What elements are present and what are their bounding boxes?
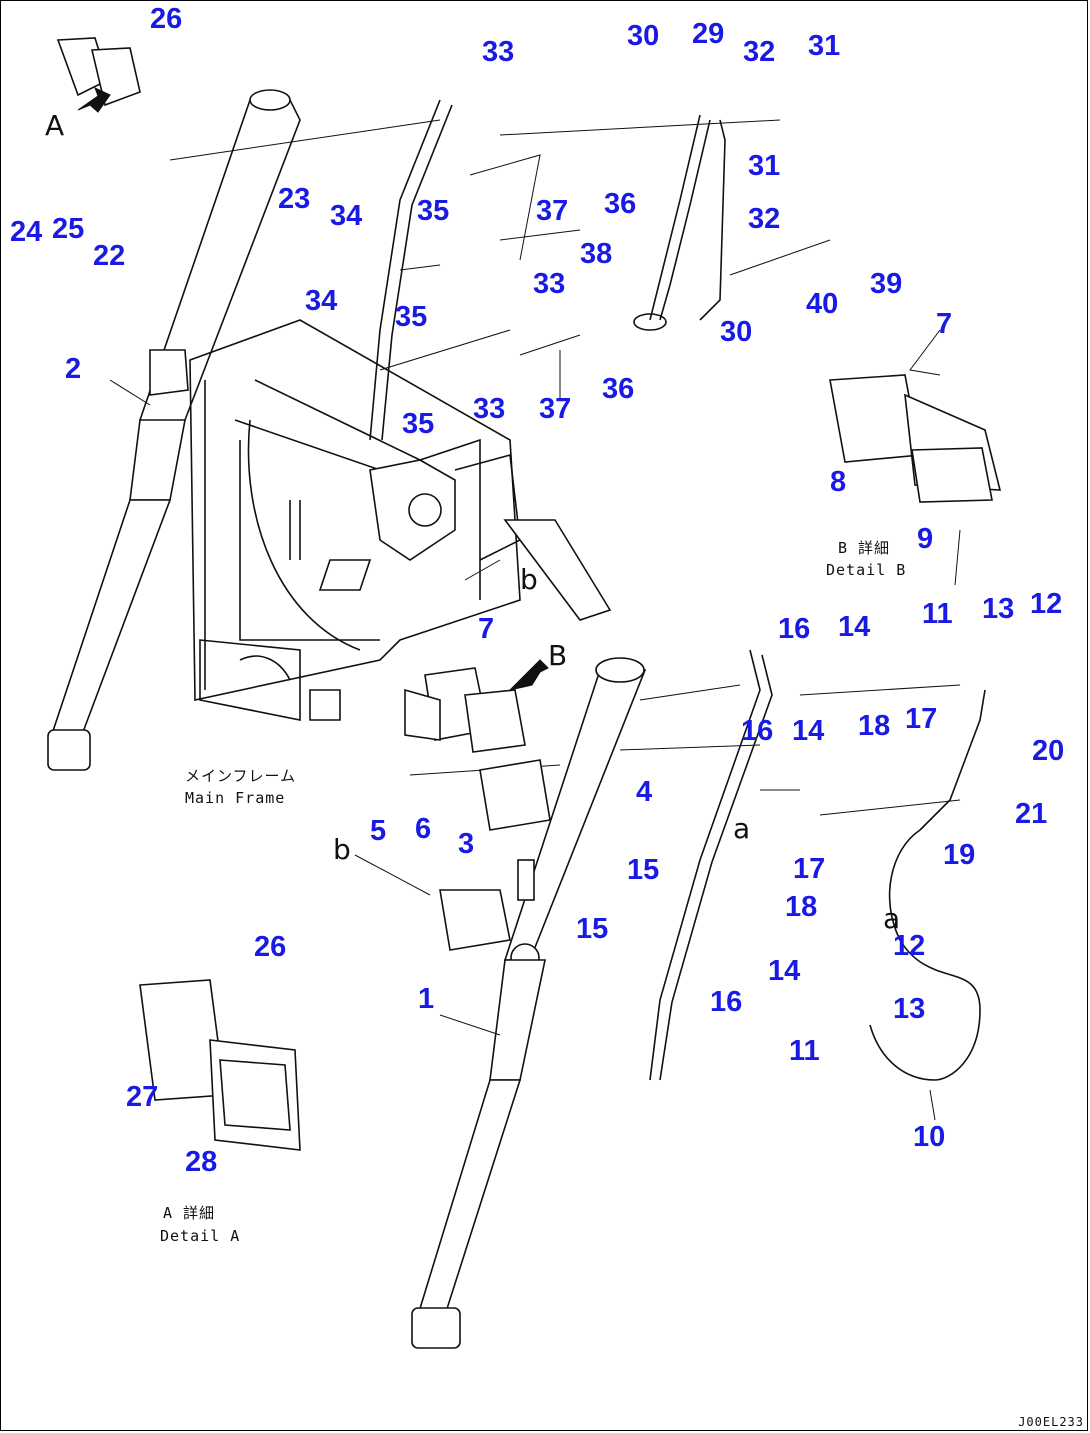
main-frame-label-jp: メインフレーム [185, 767, 297, 785]
upper-harness [169, 99, 831, 441]
callout-5: 5 [370, 815, 387, 847]
detail-a-label-en: Detail A [160, 1227, 241, 1245]
section-marker-b-1: b [520, 563, 538, 596]
callout-19: 19 [943, 839, 976, 871]
callout-38: 38 [580, 238, 613, 270]
callout-18-upper: 18 [858, 710, 891, 742]
detail-b-label-jp: B 詳細 [838, 539, 891, 557]
bracket-assembly [439, 759, 551, 951]
callout-33-top: 33 [482, 36, 515, 68]
callout-15-upper: 15 [627, 854, 660, 886]
callout-18-lower: 18 [785, 891, 818, 923]
lamp-mid [404, 659, 549, 753]
lamp-top-left [56, 37, 141, 113]
callout-30-lower: 30 [720, 316, 753, 348]
lamp-detail-b [829, 374, 1002, 503]
callout-39: 39 [870, 268, 903, 300]
callout-7-mid: 7 [478, 613, 495, 645]
callout-17-upper: 17 [905, 703, 938, 735]
callout-14-lower: 14 [768, 955, 801, 987]
callout-4: 4 [636, 776, 653, 808]
drawing-code: J00EL233 [1018, 1415, 1084, 1429]
main-frame [189, 319, 612, 721]
view-marker-a: A [45, 109, 65, 142]
callout-29: 29 [692, 18, 725, 50]
callout-33-lower: 33 [473, 393, 506, 425]
callout-34-upper: 34 [330, 200, 363, 232]
callout-32-lower: 32 [748, 203, 781, 235]
callout-35-upper: 35 [417, 195, 450, 227]
callout-24: 24 [10, 216, 43, 248]
callout-23: 23 [278, 183, 311, 215]
callout-31-upper: 31 [808, 30, 841, 62]
callout-12-upper: 12 [1030, 588, 1063, 620]
callout-33-middle: 33 [533, 268, 566, 300]
detail-b-label-en: Detail B [826, 561, 907, 579]
callout-13-lower: 13 [893, 993, 926, 1025]
callout-11-upper: 11 [922, 598, 953, 630]
callout-36-upper: 36 [604, 188, 637, 220]
section-marker-a-2: a [883, 902, 901, 935]
callout-7-detail-b: 7 [936, 308, 953, 340]
callout-21: 21 [1015, 798, 1048, 830]
callout-35-lower: 35 [402, 408, 435, 440]
callout-16-lower: 16 [710, 986, 743, 1018]
callout-15-lower: 15 [576, 913, 609, 945]
callout-22: 22 [93, 240, 126, 272]
callout-16-middle: 16 [741, 715, 774, 747]
callout-26-upper: 26 [150, 3, 183, 35]
section-marker-a-1: a [733, 812, 751, 845]
callout-27: 27 [126, 1081, 159, 1113]
callout-32-upper: 32 [743, 36, 776, 68]
callout-17-lower: 17 [793, 853, 826, 885]
callout-14-middle: 14 [792, 715, 825, 747]
left-pole [47, 89, 301, 771]
callout-37-upper: 37 [536, 195, 569, 227]
callout-6: 6 [415, 813, 432, 845]
callout-20: 20 [1032, 735, 1065, 767]
callout-25: 25 [52, 213, 85, 245]
main-frame-label-en: Main Frame [185, 789, 286, 807]
callout-14-upper: 14 [838, 611, 871, 643]
callout-9: 9 [917, 523, 934, 555]
callout-13-upper: 13 [982, 593, 1015, 625]
view-marker-b: B [548, 639, 568, 672]
callout-28: 28 [185, 1146, 218, 1178]
callout-1: 1 [418, 983, 435, 1015]
detail-a-label-jp: A 詳細 [163, 1204, 216, 1222]
callout-16-upper: 16 [778, 613, 811, 645]
callout-34-lower: 34 [305, 285, 338, 317]
callout-36-lower: 36 [602, 373, 635, 405]
callout-40: 40 [806, 288, 839, 320]
section-marker-b-2: b [333, 833, 351, 866]
callout-31-lower: 31 [748, 150, 781, 182]
callout-3: 3 [458, 828, 475, 860]
callout-30-upper: 30 [627, 20, 660, 52]
callout-10: 10 [913, 1121, 946, 1153]
callout-35-middle: 35 [395, 301, 428, 333]
callout-2: 2 [65, 353, 82, 385]
leader-lines [109, 329, 961, 1121]
callout-26-detail-a: 26 [254, 931, 287, 963]
callout-8: 8 [830, 466, 847, 498]
right-pole [411, 657, 647, 1349]
callout-12-lower: 12 [893, 930, 926, 962]
lamp-detail-a [139, 979, 301, 1151]
callout-37-lower: 37 [539, 393, 572, 425]
callout-11-lower: 11 [789, 1035, 820, 1067]
